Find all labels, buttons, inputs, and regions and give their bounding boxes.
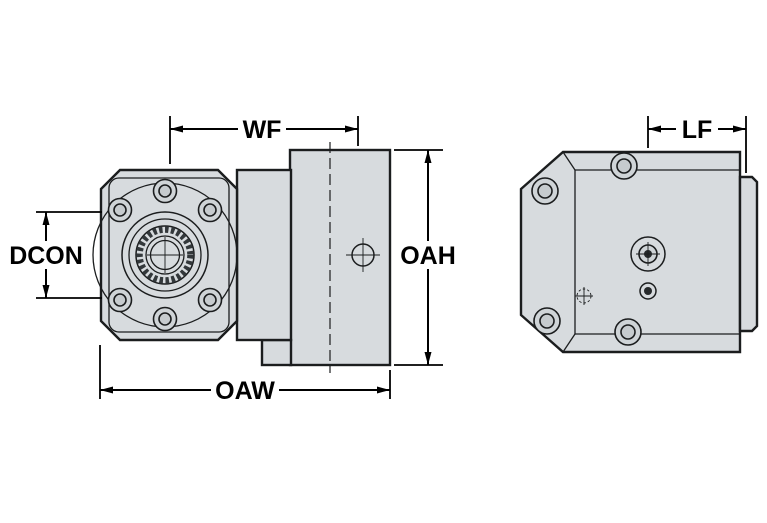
bolt-hole (537, 183, 553, 199)
label-background (211, 376, 279, 404)
bolt-hole (616, 158, 632, 174)
screw-circle (630, 236, 666, 272)
screw-center (644, 287, 652, 295)
hidden-feature-mark (575, 287, 593, 305)
dimension-lf: LF (647, 115, 747, 173)
dimension-label-oaw: OAW (215, 377, 275, 405)
bottom-step (260, 338, 293, 367)
dimension-label-oah: OAH (400, 242, 456, 270)
chamfer-edge (562, 151, 576, 171)
coupling-boss (121, 211, 209, 299)
boss-circle (121, 211, 209, 299)
flange-inset-line (108, 177, 230, 333)
bolt-hole (113, 293, 127, 307)
side-flange-edge (738, 175, 759, 333)
bolt-holes (107, 178, 223, 332)
label-background (5, 241, 87, 269)
dimension-oah: OAH (394, 149, 459, 366)
bolt-holes (531, 152, 642, 346)
chamfer-edge (562, 333, 576, 353)
bolt-hole (203, 293, 217, 307)
label-background (238, 115, 286, 143)
side-hole (346, 238, 380, 272)
screw-circle (639, 282, 657, 300)
dimension-label-lf: LF (682, 116, 713, 144)
dimension-label-wf: WF (243, 116, 282, 144)
front-view (92, 142, 392, 373)
label-background (676, 115, 718, 143)
bolt-hole (620, 324, 636, 340)
boss-circle (128, 218, 202, 292)
boss-circle (135, 225, 195, 285)
dimension-oaw: OAW (99, 345, 391, 405)
bore-circle (145, 235, 185, 275)
label-background (397, 241, 459, 269)
bolt-hole (113, 203, 127, 217)
side-view (519, 150, 759, 354)
bolt-hole (158, 312, 172, 326)
mid-section (235, 168, 293, 342)
serration-ring (136, 226, 194, 284)
bolt-hole (203, 203, 217, 217)
dimension-wf: WF (169, 115, 359, 164)
dimension-label-dcon: DCON (9, 242, 83, 270)
center-screws (630, 236, 666, 300)
bolt-hole (539, 313, 555, 329)
bolt-hole (158, 184, 172, 198)
dimension-dcon: DCON (5, 211, 102, 299)
body-block (288, 148, 392, 367)
